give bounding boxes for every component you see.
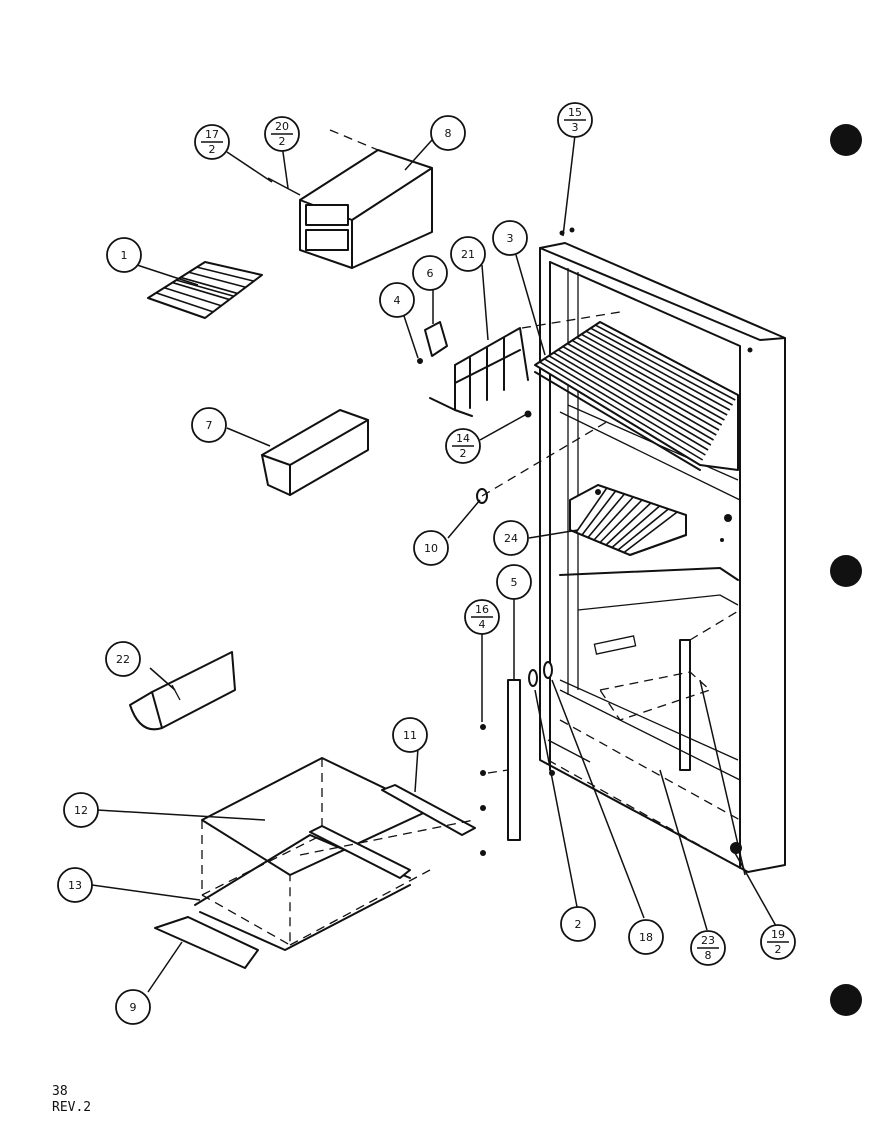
callout-24-label: 24: [504, 532, 518, 545]
punch-hole-middle: [830, 555, 862, 587]
freezer-shelf: [534, 321, 739, 471]
small-parts: [417, 227, 611, 687]
callout-12-label: 12: [74, 804, 88, 817]
callout-7: 7: [191, 407, 227, 443]
ice-dispenser: [267, 129, 433, 269]
wire-rack: [429, 311, 621, 417]
callout-13-label: 13: [68, 879, 82, 892]
callout-1: 1: [106, 237, 142, 273]
callout-6-label: 6: [427, 267, 434, 280]
callout-2: 2: [560, 906, 596, 942]
callout-17: 17 2: [194, 124, 230, 160]
door-bin: [129, 651, 236, 731]
callout-5: 5: [496, 564, 532, 600]
callout-4: 4: [379, 282, 415, 318]
callout-18-label: 18: [639, 931, 653, 944]
callout-23-bottom: 8: [705, 949, 712, 962]
callout-2-label: 2: [575, 918, 582, 931]
callout-17-bottom: 2: [209, 143, 216, 156]
callout-9-label: 9: [130, 1001, 137, 1014]
callout-21-label: 21: [461, 248, 475, 261]
crisper-slide: [194, 784, 476, 951]
callout-23: 23 8: [690, 930, 726, 966]
callout-12: 12: [63, 792, 99, 828]
callout-14-top: 14: [456, 432, 470, 445]
callout-20-top: 20: [275, 120, 289, 133]
callout-3: 3: [492, 220, 528, 256]
callout-17-top: 17: [205, 128, 219, 141]
callout-4-label: 4: [394, 294, 401, 307]
leader-lines: [91, 134, 777, 993]
callout-22-label: 22: [116, 653, 130, 666]
callout-20-bottom: 2: [279, 135, 286, 148]
callout-13: 13: [57, 867, 93, 903]
callout-7-label: 7: [206, 419, 213, 432]
callout-15-top: 15: [568, 106, 582, 119]
callout-14: 14 2: [445, 428, 481, 464]
callout-16: 16 4: [464, 599, 500, 635]
callout-15-bottom: 3: [572, 121, 579, 134]
callout-11: 11: [392, 717, 428, 753]
revision-label: REV.2: [52, 1100, 91, 1115]
wire-basket: [569, 484, 687, 556]
callout-19-bottom: 2: [775, 943, 782, 956]
callout-8: 8: [430, 115, 466, 151]
callout-19-top: 19: [771, 928, 785, 941]
callout-24: 24: [493, 520, 529, 556]
callout-19: 19 2: [760, 924, 796, 960]
callout-18: 18: [628, 919, 664, 955]
page-number: 38: [52, 1084, 68, 1099]
callout-21: 21: [450, 236, 486, 272]
callout-6: 6: [412, 255, 448, 291]
punch-hole-top: [830, 124, 862, 156]
callout-11-label: 11: [403, 729, 417, 742]
drawer-front: [154, 916, 259, 969]
callout-20: 20 2: [264, 116, 300, 152]
callout-10-label: 10: [424, 542, 438, 555]
callout-15: 15 3: [557, 102, 593, 138]
callout-1-label: 1: [121, 249, 128, 262]
callout-23-top: 23: [701, 934, 715, 947]
crisper-rail: [480, 679, 521, 856]
callout-8-label: 8: [445, 127, 452, 140]
ice-tray: [147, 261, 263, 319]
callout-10: 10: [413, 530, 449, 566]
callout-5-label: 5: [511, 576, 518, 589]
callout-9: 9: [115, 989, 151, 1025]
callout-16-top: 16: [475, 603, 489, 616]
callout-16-bottom: 4: [479, 618, 486, 631]
callout-3-label: 3: [507, 232, 514, 245]
deli-pan: [261, 409, 369, 496]
callout-14-bottom: 2: [460, 447, 467, 460]
thermostat-box: [424, 321, 448, 357]
callout-22: 22: [105, 641, 141, 677]
punch-hole-bottom: [830, 984, 862, 1016]
